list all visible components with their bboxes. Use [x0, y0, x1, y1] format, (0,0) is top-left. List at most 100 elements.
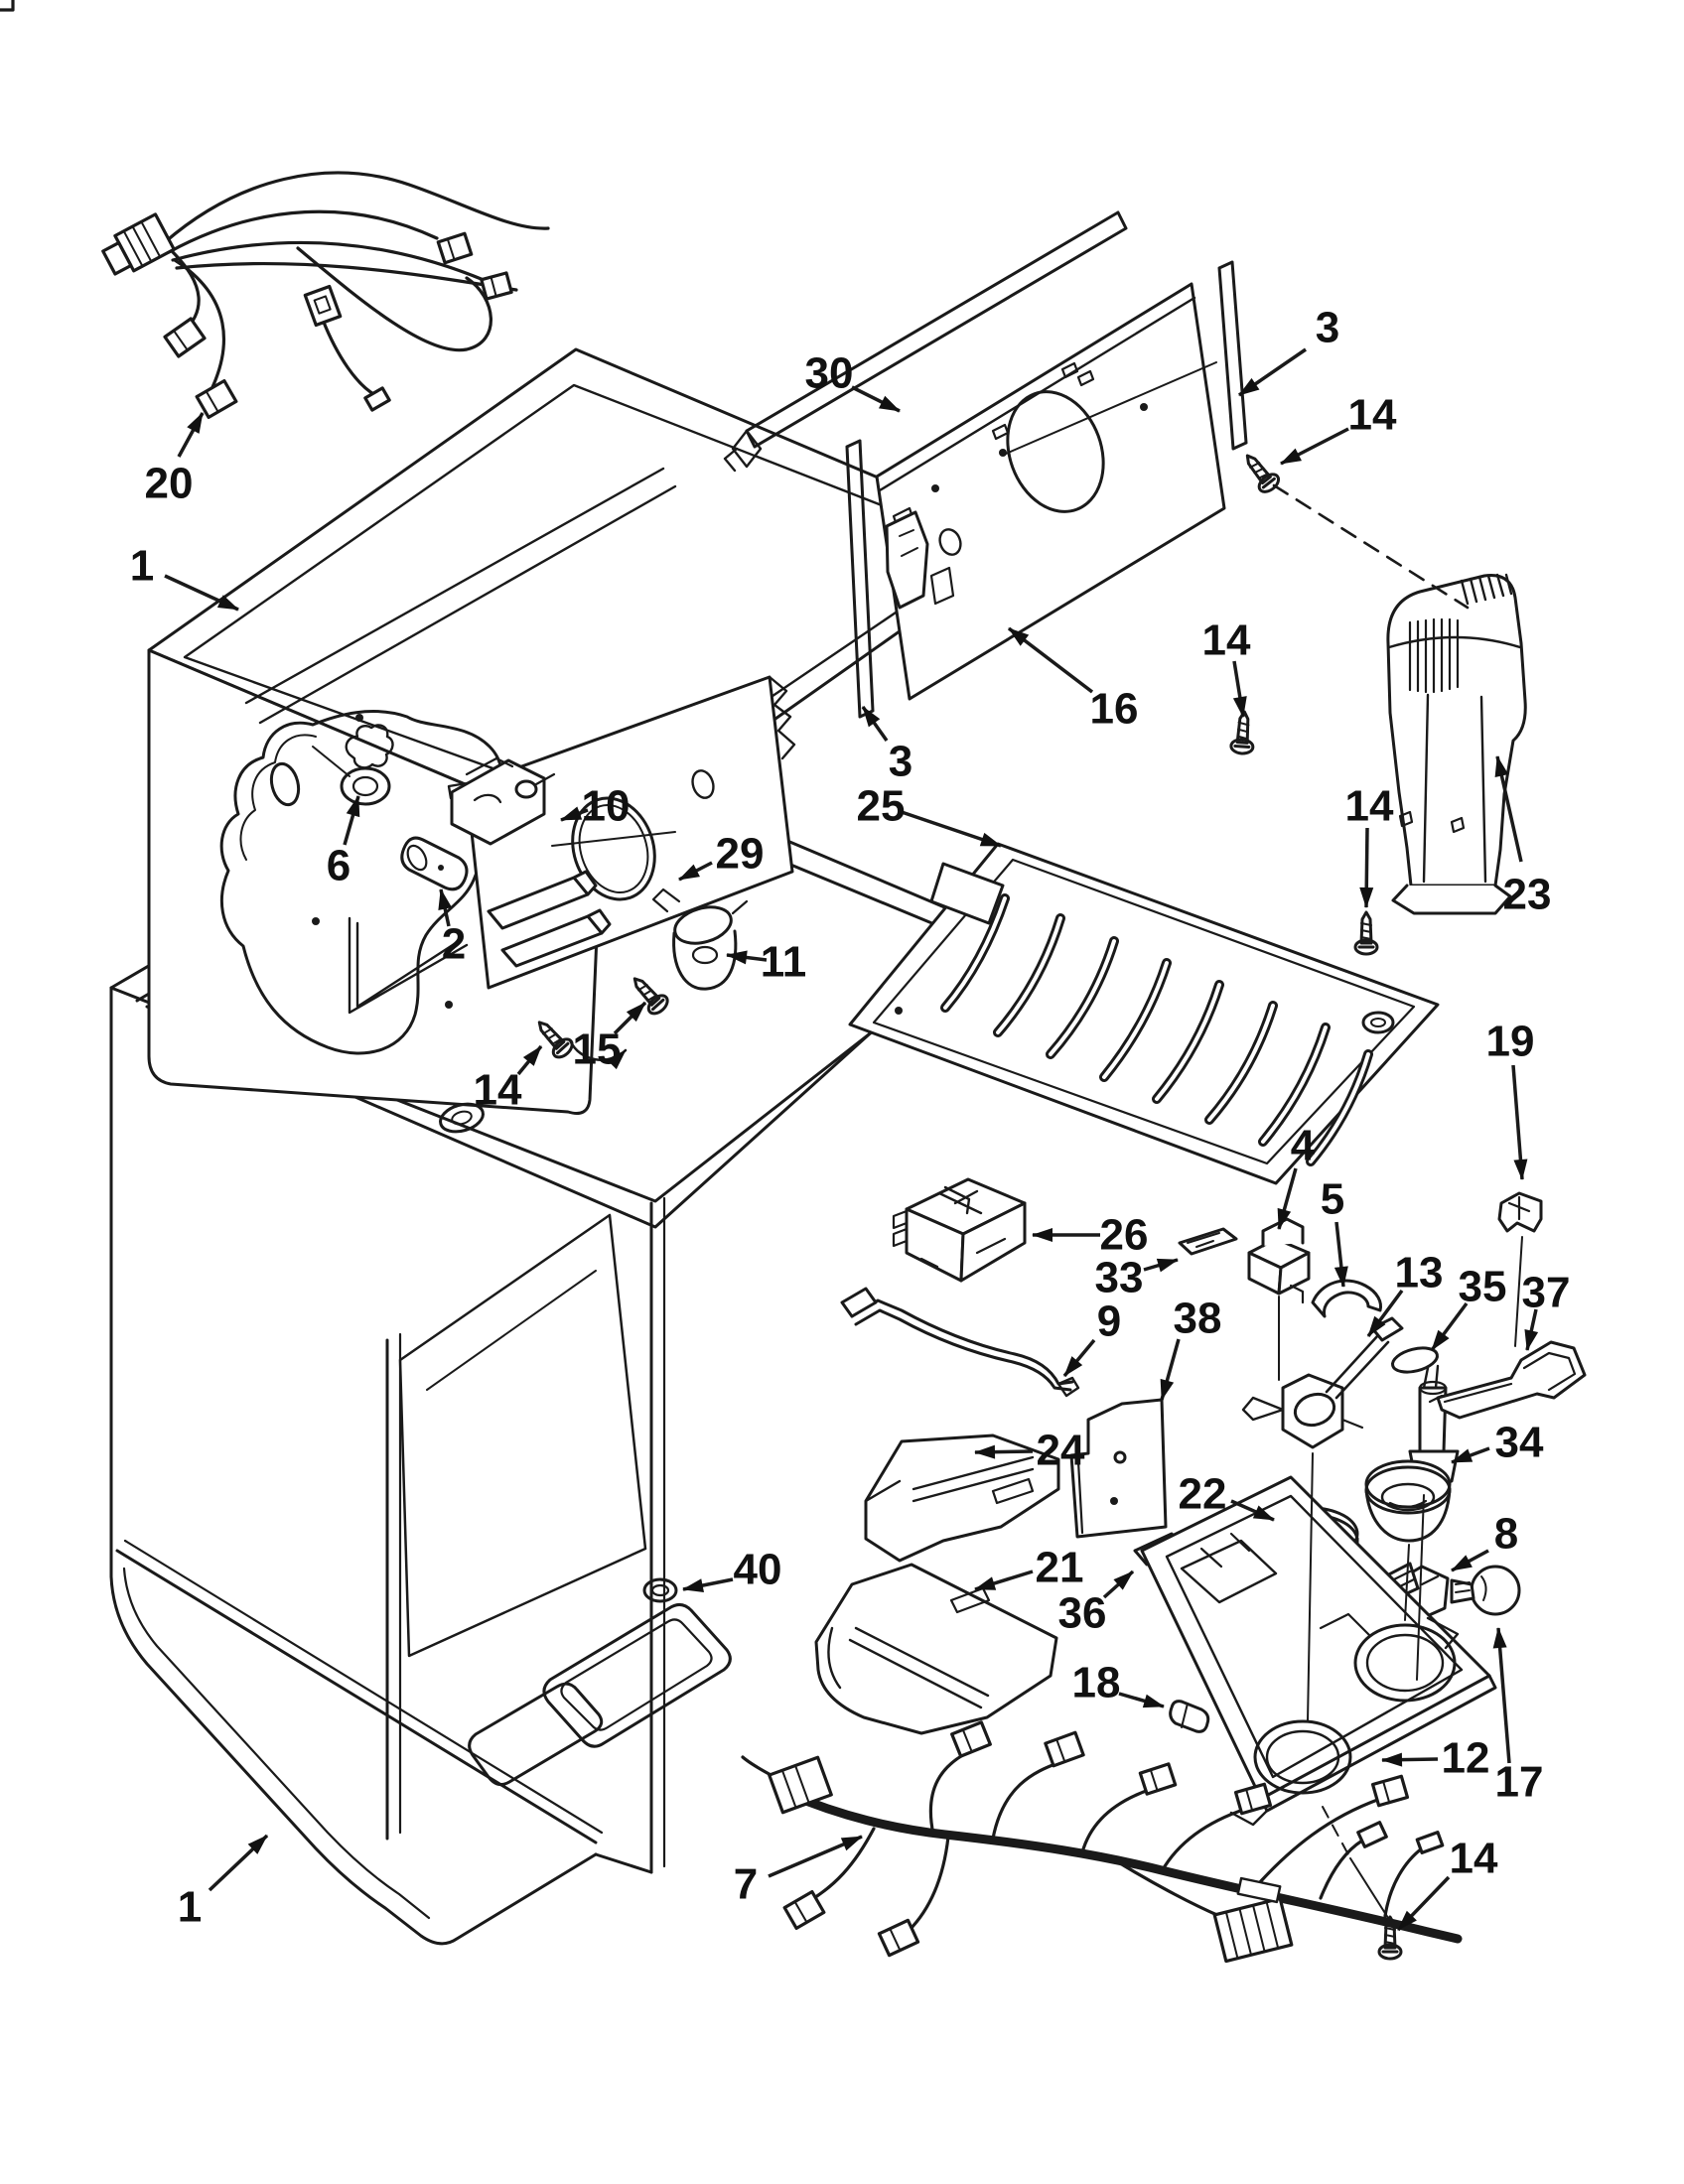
callout-label-17: 17 [1495, 1758, 1544, 1807]
wire-harness-main [741, 1720, 1463, 1964]
screw-14-tray [1353, 910, 1379, 956]
evaporator-cover-tray [848, 842, 1440, 1185]
callout-arrow-9 [1062, 1338, 1096, 1378]
rear-access-panel [875, 282, 1226, 701]
callout-arrow-7 [768, 1835, 863, 1878]
callout-label-12: 12 [1442, 1734, 1490, 1783]
callout-label-1: 1 [130, 542, 154, 591]
wire-harness-evaporator [0, 0, 550, 419]
callout-label-13: 13 [1395, 1249, 1444, 1297]
callout-label-24: 24 [1037, 1427, 1085, 1475]
support-clip-19 [1497, 1191, 1543, 1233]
callout-arrow-14 [1232, 660, 1247, 718]
callout-arrow-25 [901, 810, 1002, 848]
air-duct-tower [1386, 573, 1527, 915]
callout-arrow-12 [1381, 1752, 1439, 1767]
callout-label-25: 25 [857, 782, 906, 831]
callout-label-1: 1 [178, 1883, 202, 1932]
callout-label-14: 14 [1345, 782, 1394, 831]
callout-arrow-2 [438, 888, 453, 927]
callout-arrow-30 [851, 385, 901, 413]
callout-arrow-36 [1102, 1570, 1135, 1599]
screw-14-panel [1229, 710, 1255, 755]
relay-4 [1247, 1217, 1311, 1304]
callout-label-21: 21 [1036, 1544, 1084, 1592]
callout-arrow-35 [1430, 1301, 1469, 1352]
lamp-socket-11 [651, 887, 749, 991]
screw-15 [632, 977, 669, 1016]
callout-label-14: 14 [1348, 391, 1397, 440]
callout-label-22: 22 [1179, 1470, 1227, 1519]
assembly-guide-lines [1272, 483, 1523, 1919]
mounting-bracket-37 [1428, 1340, 1587, 1420]
callout-arrow-17 [1492, 1627, 1511, 1764]
callout-arrow-10 [560, 806, 589, 822]
screw-14-bottom [1377, 1915, 1403, 1961]
callout-arrow-38 [1160, 1338, 1181, 1401]
callout-label-40: 40 [734, 1546, 782, 1594]
defrost-timer [892, 1177, 1027, 1283]
drain-cup-34 [1364, 1459, 1452, 1543]
callout-arrow-21 [974, 1570, 1034, 1591]
lamp-bracket-13 [1241, 1316, 1404, 1449]
callout-arrow-1 [208, 1834, 269, 1892]
callout-arrow-24 [974, 1444, 1034, 1459]
thermostat-10 [450, 756, 556, 846]
callout-label-6: 6 [327, 842, 351, 890]
callout-label-34: 34 [1495, 1419, 1544, 1467]
callout-arrow-29 [678, 861, 713, 882]
callout-arrow-16 [1007, 626, 1094, 694]
callout-arrow-13 [1366, 1289, 1404, 1338]
air-duct-upper-24 [864, 1433, 1060, 1563]
cabinet-liner [109, 735, 1003, 1946]
callout-label-9: 9 [1097, 1297, 1121, 1346]
callout-arrow-37 [1524, 1308, 1539, 1351]
callout-label-26: 26 [1100, 1211, 1149, 1260]
callout-label-16: 16 [1090, 685, 1139, 734]
cover-plate-38 [1069, 1398, 1168, 1539]
screw-14-freezer [537, 1021, 574, 1059]
callout-label-18: 18 [1072, 1659, 1121, 1707]
callout-label-29: 29 [716, 830, 765, 879]
fuse-18 [1169, 1700, 1210, 1733]
air-duct-lower-21 [814, 1563, 1058, 1735]
grommet-40 [642, 1577, 678, 1603]
callout-arrow-4 [1277, 1167, 1298, 1230]
callout-arrow-23 [1494, 755, 1523, 863]
callout-arrow-8 [1451, 1549, 1489, 1572]
callout-arrow-34 [1451, 1446, 1490, 1464]
callout-arrow-20 [177, 412, 205, 458]
top-trim-rail [723, 210, 1128, 473]
callout-arrow-15 [613, 1001, 647, 1035]
wire-cover-2 [400, 836, 469, 891]
callout-label-5: 5 [1321, 1175, 1344, 1224]
screw-14-top-right [1245, 454, 1281, 493]
callout-label-3: 3 [1316, 304, 1339, 352]
callout-label-8: 8 [1494, 1510, 1518, 1559]
callout-arrow-33 [1143, 1258, 1179, 1273]
callout-arrow-19 [1511, 1064, 1528, 1180]
seal-strip-left [845, 439, 875, 719]
callout-label-11: 11 [761, 938, 807, 987]
callout-arrow-14 [1359, 827, 1374, 908]
callout-arrow-1 [164, 574, 239, 612]
callout-arrow-14 [516, 1044, 543, 1076]
callout-arrow-11 [726, 950, 768, 965]
callout-label-14: 14 [1450, 1835, 1498, 1883]
callout-arrow-14 [1396, 1875, 1451, 1932]
callout-arrow-18 [1118, 1692, 1165, 1708]
callout-label-37: 37 [1522, 1269, 1571, 1317]
callout-arrow-22 [1230, 1499, 1275, 1522]
callout-arrow-5 [1333, 1221, 1348, 1288]
callout-label-2: 2 [442, 920, 466, 969]
callout-arrow-3 [1238, 347, 1307, 397]
callout-label-30: 30 [805, 349, 854, 398]
callout-label-35: 35 [1459, 1263, 1507, 1311]
callout-label-15: 15 [573, 1025, 622, 1074]
callout-label-36: 36 [1058, 1589, 1107, 1638]
callout-label-3: 3 [889, 738, 912, 786]
callout-label-14: 14 [1202, 616, 1251, 665]
